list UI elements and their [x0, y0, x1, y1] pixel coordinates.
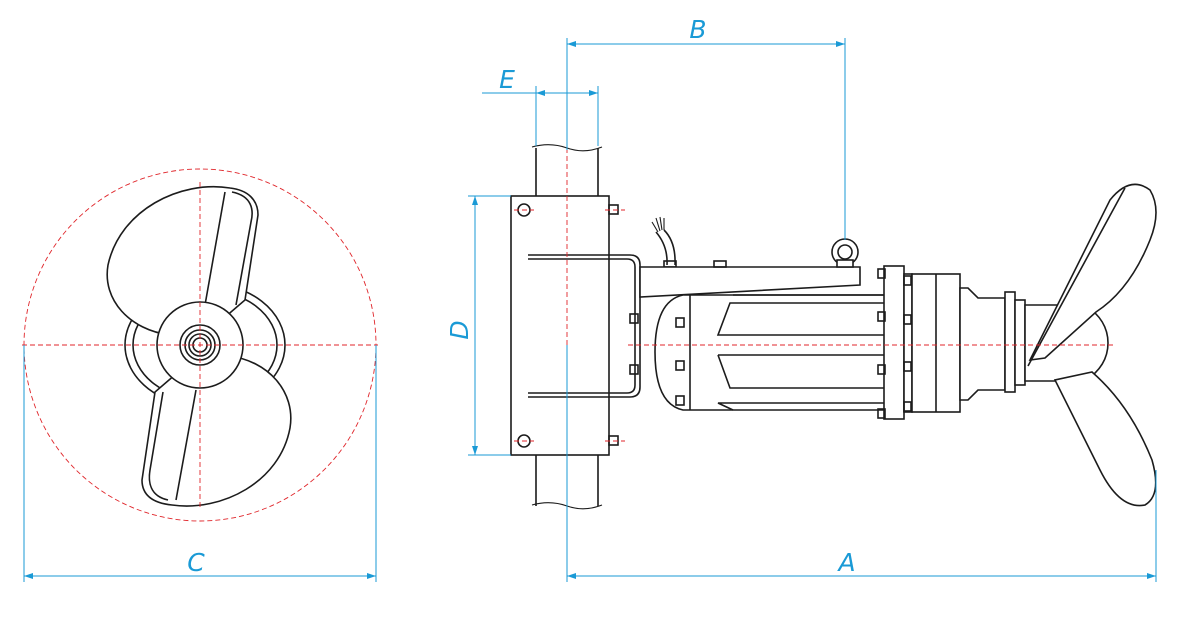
arm-bolt	[713, 260, 727, 268]
dimension-c: C	[23, 345, 377, 582]
side-blade-top	[1028, 183, 1157, 361]
cable-wires	[651, 216, 665, 233]
side-blade-top-edge	[1027, 187, 1126, 367]
seal-ring	[1004, 291, 1016, 393]
dimension-d: D	[445, 195, 511, 456]
upper-blade-edge	[204, 191, 226, 306]
lower-blade-rim	[148, 391, 169, 501]
motor-fin-bottom	[717, 354, 888, 411]
guide-rail	[535, 148, 599, 506]
u-bracket-inner	[528, 258, 636, 394]
dimension-b-label: B	[689, 15, 706, 44]
motor-fin-top	[716, 294, 889, 336]
bearing-housing	[959, 287, 1006, 401]
power-cable	[655, 229, 676, 266]
lifting-eye-base	[836, 259, 854, 268]
side-blade-bottom	[1053, 371, 1157, 507]
flange-1	[883, 265, 905, 420]
dimension-d-label: D	[445, 320, 474, 339]
u-bracket-outer	[528, 254, 641, 398]
side-view	[510, 44, 1157, 510]
dimension-a: A	[566, 345, 1157, 582]
lower-blade	[141, 355, 292, 507]
plate-bolt-top	[608, 204, 619, 215]
hub-ring-1	[179, 324, 221, 366]
upper-blade-rim	[231, 191, 253, 306]
shaft-collar	[1014, 299, 1026, 386]
mounting-plate	[510, 195, 610, 456]
dimension-e-label: E	[499, 65, 515, 94]
flange-2	[903, 273, 913, 413]
plate-bolt-bottom	[608, 435, 619, 446]
dimension-a-label: A	[836, 548, 855, 577]
upper-blade	[106, 186, 259, 336]
dimension-c-label: C	[187, 548, 205, 577]
support-arm	[639, 266, 861, 298]
cable-gland	[663, 260, 677, 268]
lifting-eye-hole	[837, 244, 853, 260]
front-view	[22, 168, 378, 522]
motor-housing	[654, 294, 889, 411]
lower-blade-edge	[175, 389, 197, 501]
dimension-e: E	[482, 65, 599, 146]
dimension-b: B	[566, 15, 846, 240]
